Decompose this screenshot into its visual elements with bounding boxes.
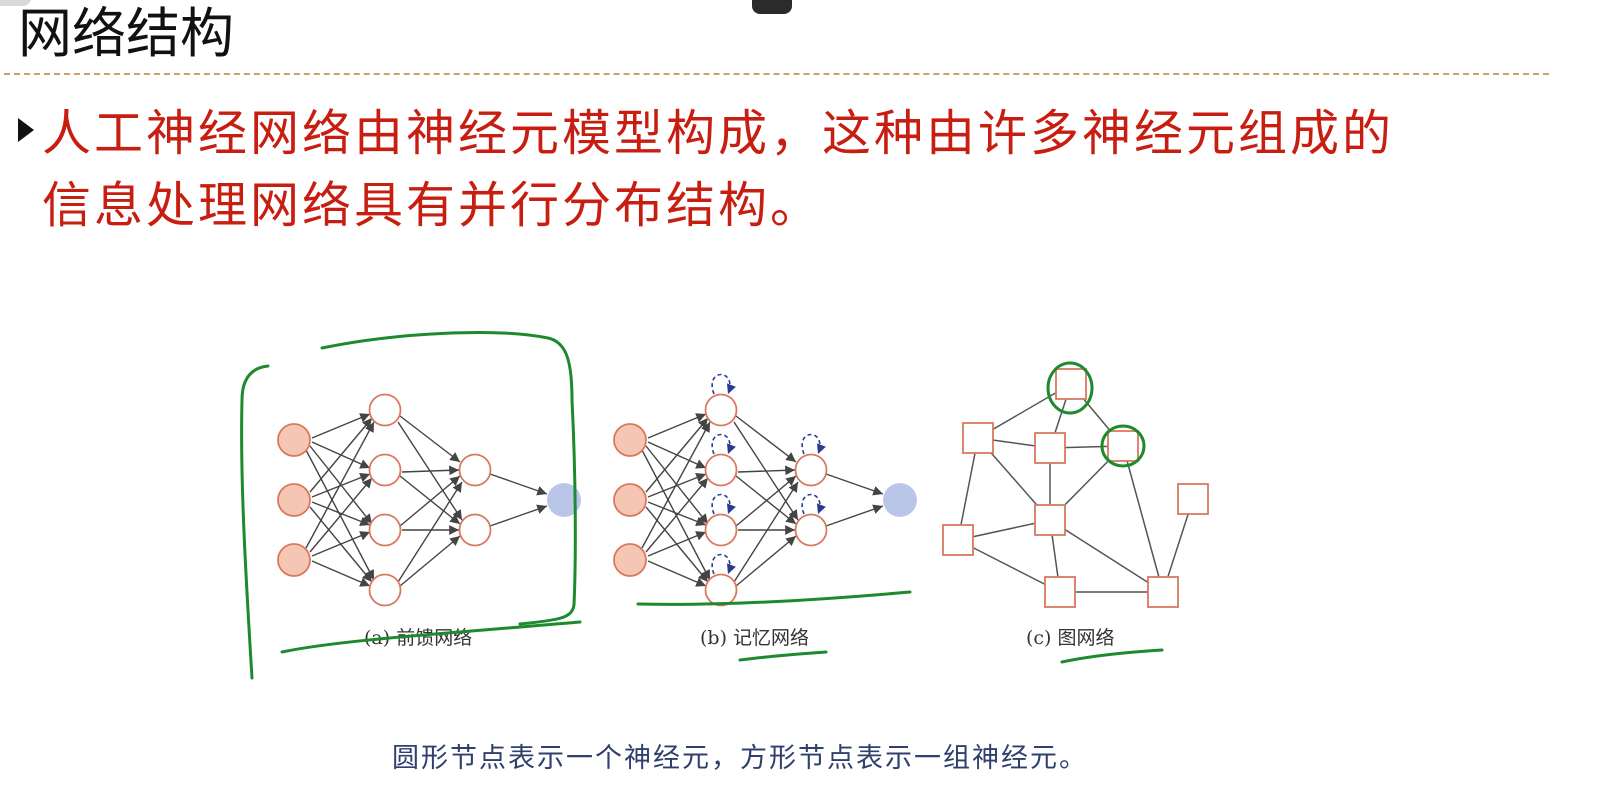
- pen-box-right: [518, 398, 577, 626]
- neuron-group-node: [1177, 483, 1209, 515]
- input-neuron: [613, 543, 647, 577]
- recurrent-loops: [711, 373, 826, 575]
- pen-underline-a: [280, 620, 582, 654]
- bullet-paragraph: 人工神经网络由神经元模型构成，这种由许多神经元组成的 信息处理网络具有并行分布结…: [42, 98, 1552, 242]
- neuron-group-node: [1034, 432, 1066, 464]
- neuron-group-node: [1034, 504, 1066, 536]
- hidden-neuron: [368, 393, 402, 427]
- input-neuron: [277, 483, 311, 517]
- memory-neuron: [704, 393, 738, 427]
- input-neuron: [277, 543, 311, 577]
- pen-circle-right-node: [1100, 424, 1146, 468]
- memory-neuron: [704, 453, 738, 487]
- figure-caption: 圆形节点表示一个神经元，方形节点表示一组神经元。: [392, 743, 1088, 774]
- graph-network-panel: (c) 图网络: [942, 368, 1209, 649]
- graph-nodes: [942, 368, 1209, 608]
- pen-box-left: [240, 364, 270, 680]
- graph-edges: [957, 383, 1194, 593]
- hidden-neuron: [458, 513, 492, 547]
- output-neuron: [883, 483, 917, 517]
- hidden-neuron: [368, 573, 402, 607]
- window-corner-tab: [0, 0, 32, 6]
- hidden-neuron: [368, 453, 402, 487]
- pen-underline-c: [1060, 648, 1164, 664]
- title-divider: [4, 73, 1549, 75]
- slide-title: 网络结构: [18, 2, 234, 65]
- input-neuron: [613, 423, 647, 457]
- memory-network-panel: (b) 记忆网络: [613, 373, 917, 649]
- feedforward-network-panel: (a) 前馈网络: [277, 393, 581, 649]
- window-top-tab[interactable]: [752, 0, 792, 14]
- pen-circle-top-node: [1046, 361, 1094, 415]
- memory-neuron: [794, 513, 828, 547]
- pen-annotations: [240, 331, 1164, 680]
- output-neuron: [547, 483, 581, 517]
- bullet-line-1: 人工神经网络由神经元模型构成，这种由许多神经元组成的: [42, 105, 1395, 162]
- pen-box-top: [320, 331, 574, 402]
- memory-neuron: [704, 513, 738, 547]
- pen-underline-b: [738, 650, 828, 662]
- hidden-neuron: [458, 453, 492, 487]
- neuron-group-node: [1044, 576, 1076, 608]
- feedforward-nodes: [277, 393, 581, 607]
- hidden-neuron: [368, 513, 402, 547]
- memory-edges: [641, 413, 884, 587]
- input-neuron: [277, 423, 311, 457]
- neuron-group-node: [962, 422, 994, 454]
- panel-c-label: (c) 图网络: [1026, 627, 1115, 649]
- bullet-line-2: 信息处理网络具有并行分布结构。: [42, 177, 823, 234]
- pen-underline-memory-top: [636, 590, 912, 606]
- neuron-group-node: [1147, 576, 1179, 608]
- input-neuron: [613, 483, 647, 517]
- memory-neuron: [794, 453, 828, 487]
- feedforward-edges: [305, 413, 548, 587]
- neuron-group-node: [942, 524, 974, 556]
- neuron-group-node: [1055, 368, 1087, 400]
- neuron-group-node: [1107, 430, 1139, 462]
- memory-neuron: [704, 573, 738, 607]
- memory-nodes: [613, 393, 917, 607]
- bullet-arrow-icon: [18, 118, 34, 142]
- panel-b-label: (b) 记忆网络: [700, 627, 809, 649]
